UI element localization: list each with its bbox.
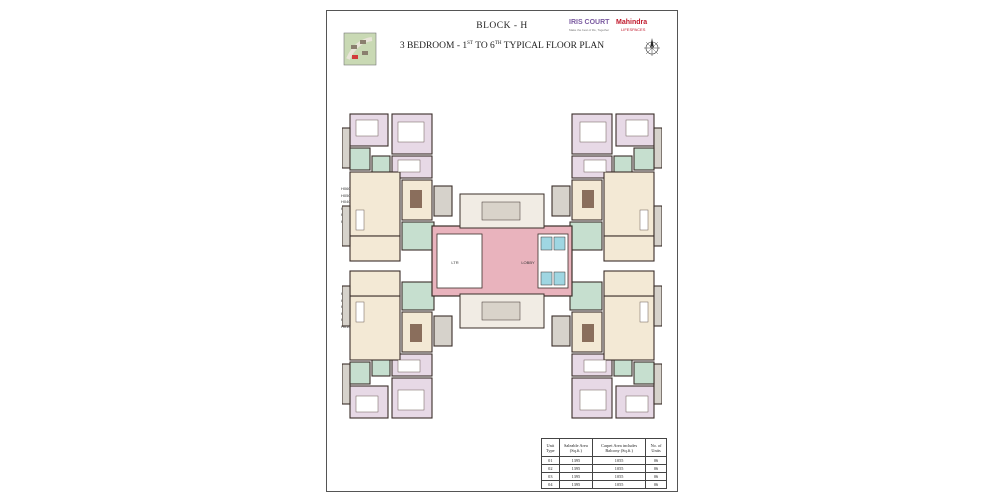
balcony-room [342, 363, 351, 405]
sofa-furniture [639, 209, 649, 231]
kitchen-room [569, 281, 603, 311]
floor-plan-sheet: BLOCK - H 3 BEDROOM - 1ST TO 6TH TYPICAL… [326, 10, 678, 492]
kitchen-room [569, 221, 603, 251]
bed-furniture [397, 359, 421, 373]
table-row: 02 1395 1055 06 [541, 464, 667, 473]
bed-furniture [397, 389, 425, 411]
brand-subname: LIFESPACES [621, 27, 646, 32]
utility-room [433, 315, 453, 347]
central-core [431, 193, 573, 329]
unit-area-table: Unit Type Saleable Area (Sq.ft.) Carpet … [541, 438, 667, 489]
balcony-room [653, 127, 662, 169]
unit-plan-bottom-left [342, 270, 453, 419]
unit-number: H0603 [341, 186, 353, 191]
living-room [603, 235, 655, 262]
table-header-row: Unit Type Saleable Area (Sq.ft.) Carpet … [541, 438, 667, 457]
bed-furniture [397, 159, 421, 173]
dining-table [582, 190, 594, 208]
table-row: 01 1395 1055 06 [541, 456, 667, 465]
toilet-room [349, 147, 371, 171]
block-title: BLOCK - H [476, 21, 528, 31]
balcony-room [653, 205, 662, 247]
cell: 01 [541, 456, 560, 465]
brand-tagline: Make the best of life, Together [569, 28, 610, 32]
cell: 1055 [592, 464, 647, 473]
living-room [603, 270, 655, 297]
col-saleable-area: Saleable Area (Sq.ft.) [558, 438, 594, 457]
living-room [349, 171, 401, 237]
bed-furniture [625, 395, 649, 413]
brand-name: Mahindra [616, 19, 648, 26]
table-row: 04 1395 1055 06 [541, 480, 667, 489]
balcony-room [342, 285, 351, 327]
living-room [349, 235, 401, 262]
unit-number: H0403 [341, 199, 353, 204]
col-unit-type: Unit Type [541, 438, 560, 457]
plan-label-lobby: LOBBY [521, 260, 535, 265]
cell: 1395 [558, 464, 594, 473]
plan-title: 3 BEDROOM - 1ST TO 6TH TYPICAL FLOOR PLA… [399, 41, 605, 52]
project-name: IRIS COURT [569, 19, 610, 26]
bed-furniture [579, 389, 607, 411]
col-carpet-area: Carpet Area includes Balcony (Sq.ft.) [592, 438, 647, 457]
toilet-room [633, 361, 655, 385]
cell: 06 [645, 472, 667, 481]
bed-furniture [397, 121, 425, 143]
north-arrow-icon [644, 38, 660, 56]
utility-room [551, 185, 571, 217]
bed-furniture [355, 119, 379, 137]
unit-plan-bottom-right [551, 270, 662, 419]
cell: 03 [541, 472, 560, 481]
unit-plan-top-right [551, 113, 662, 262]
cell: 1395 [558, 456, 594, 465]
balcony-room [653, 363, 662, 405]
sofa-furniture [355, 301, 365, 323]
balcony-room [653, 285, 662, 327]
balcony-room [342, 205, 351, 247]
bed-furniture [583, 359, 607, 373]
table-row: 03 1395 1055 06 [541, 472, 667, 481]
living-room [349, 270, 401, 297]
unit-plan-top-left [342, 113, 453, 262]
toilet-room [633, 147, 655, 171]
dining-table [582, 324, 594, 342]
cell: 1395 [558, 480, 594, 489]
dining-table [410, 324, 422, 342]
cell: 1055 [592, 480, 647, 489]
dining-table [410, 190, 422, 208]
utility-room [433, 185, 453, 217]
floor-plan-drawing: LTR LOBBY [342, 113, 662, 419]
sofa-furniture [639, 301, 649, 323]
sofa-furniture [355, 209, 365, 231]
kitchen-room [401, 221, 435, 251]
bed-furniture [625, 119, 649, 137]
key-plan-icon [343, 32, 377, 66]
cell: 06 [645, 456, 667, 465]
bedroom-room [391, 377, 433, 419]
cell: 06 [645, 464, 667, 473]
kitchen-room [401, 281, 435, 311]
bed-furniture [583, 159, 607, 173]
unit-number: H0503 [341, 192, 353, 198]
utility-room [551, 315, 571, 347]
cell: 04 [541, 480, 560, 489]
cell: 02 [541, 464, 560, 473]
balcony-room [342, 127, 351, 169]
cell: 1055 [592, 456, 647, 465]
bed-furniture [579, 121, 607, 143]
cell: 1055 [592, 472, 647, 481]
toilet-room [349, 361, 371, 385]
brand-logo: IRIS COURT Mahindra LIFESPACES Make the … [569, 19, 667, 39]
cell: 1395 [558, 472, 594, 481]
cell: 06 [645, 480, 667, 489]
col-no-of-units: No. of Units [645, 438, 667, 457]
plan-label-ltr: LTR [451, 260, 458, 265]
bed-furniture [355, 395, 379, 413]
